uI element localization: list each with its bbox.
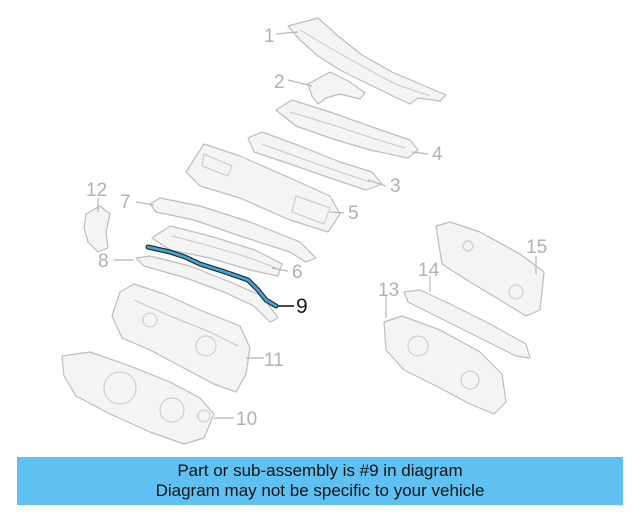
callout-14: 14 bbox=[418, 260, 440, 281]
leader-lines bbox=[97, 31, 537, 419]
part-5-plenum bbox=[185, 143, 341, 233]
callout-13: 13 bbox=[378, 280, 399, 301]
callout-3: 3 bbox=[390, 176, 401, 197]
callout-10: 10 bbox=[236, 409, 257, 430]
part-15-insulator bbox=[435, 221, 545, 317]
part-9-highlighted[interactable]: 9 bbox=[145, 244, 308, 318]
part-4-upper-cowl bbox=[275, 99, 419, 159]
callout-6: 6 bbox=[292, 262, 303, 283]
callout-7: 7 bbox=[120, 192, 131, 213]
callout-numbers: 1 2 3 4 5 6 7 8 10 11 12 13 14 15 bbox=[86, 26, 547, 430]
callout-15: 15 bbox=[526, 237, 547, 258]
part-14-rail bbox=[403, 289, 531, 359]
part-1-cowl-panel bbox=[287, 17, 447, 105]
callout-9: 9 bbox=[296, 295, 308, 318]
part-12-bracket bbox=[83, 205, 111, 253]
info-banner: Part or sub-assembly is #9 in diagram Di… bbox=[17, 457, 623, 505]
part-7-strip bbox=[149, 197, 317, 263]
callout-5: 5 bbox=[348, 203, 359, 224]
part-11-dash-panel bbox=[111, 283, 251, 393]
callout-11: 11 bbox=[264, 350, 284, 371]
callout-8: 8 bbox=[98, 251, 109, 272]
callout-12: 12 bbox=[86, 180, 107, 201]
part-10-insulator bbox=[61, 351, 215, 445]
banner-line-2: Diagram may not be specific to your vehi… bbox=[155, 481, 485, 500]
part-3-cowl-assembly bbox=[247, 131, 383, 191]
parts-diagram: 1 2 3 4 5 6 7 8 10 11 12 13 14 15 9 bbox=[61, 17, 547, 445]
banner-line-1: Part or sub-assembly is #9 in diagram bbox=[177, 461, 463, 480]
part-13-lower-dash bbox=[383, 315, 507, 415]
part-8-strip bbox=[135, 255, 279, 323]
callout-4: 4 bbox=[432, 144, 443, 165]
part-2-bracket bbox=[307, 71, 366, 105]
callout-2: 2 bbox=[274, 72, 285, 93]
callout-1: 1 bbox=[264, 26, 275, 47]
